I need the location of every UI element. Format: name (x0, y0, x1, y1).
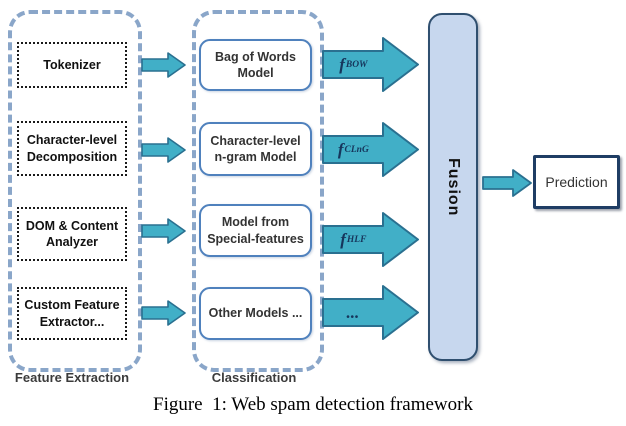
flow-arrow-icon (141, 300, 186, 326)
fusion-box: Fusion (428, 13, 478, 361)
flow-arrow-icon (141, 137, 186, 163)
prediction-box: Prediction (533, 155, 620, 209)
figure-caption: Figure 1: Web spam detection framework (153, 394, 473, 415)
model-box-char-ngram: Character-level n-gram Model (199, 122, 312, 176)
flow-arrow-icon (482, 169, 532, 197)
model-box-other-models: Other Models ... (199, 287, 312, 340)
flow-arrow-icon (141, 218, 186, 244)
feature-extraction-container (8, 10, 142, 372)
fusion-label: Fusion (445, 157, 462, 217)
model-box-special-features: Model from Special-features (199, 204, 312, 257)
score-arrow-label: ... (346, 302, 360, 322)
stage-label-classification: Classification (211, 370, 297, 385)
classification-container (192, 10, 324, 372)
feature-box-custom-extractor: Custom Feature Extractor... (17, 287, 127, 340)
flow-arrow-icon (141, 52, 186, 78)
feature-box-character-decomposition: Character-level Decomposition (17, 121, 127, 176)
feature-box-dom-content-analyzer: DOM & Content Analyzer (17, 207, 127, 261)
prediction-label: Prediction (545, 174, 608, 190)
stage-label-feature-extraction: Feature Extraction (14, 370, 130, 385)
score-arrow-other: ... (322, 284, 420, 341)
feature-box-tokenizer: Tokenizer (17, 42, 127, 88)
model-box-bag-of-words: Bag of Words Model (199, 39, 312, 91)
